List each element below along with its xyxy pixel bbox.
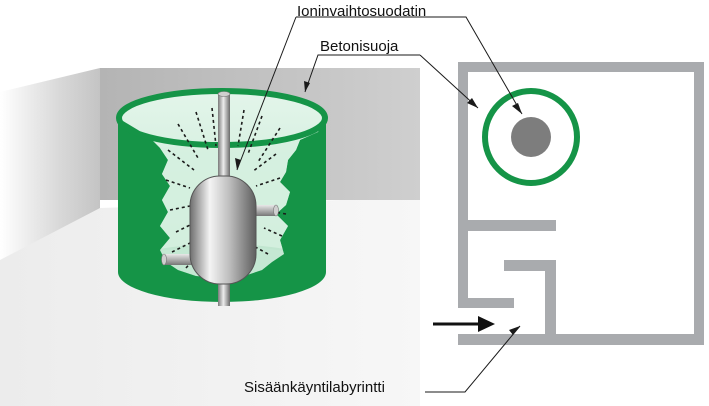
leader-labyrinth — [425, 325, 521, 393]
plan-wall-divider — [458, 220, 556, 231]
filter-pipe-right — [244, 205, 276, 216]
leader-shield-3d — [304, 54, 420, 93]
ion-exchange-filter-vessel — [189, 175, 257, 285]
plan-wall-left — [458, 62, 468, 308]
room-left-wall — [0, 68, 100, 260]
label-concrete-shield: Betonisuoja — [320, 38, 399, 55]
label-ion-exchange-filter: Ioninvaihtosuodatin — [297, 3, 426, 20]
leader-shield-plan — [419, 54, 479, 109]
plan-labyrinth-inner — [545, 260, 556, 340]
plan-ion-exchange-filter — [511, 117, 551, 157]
leader-lines — [236, 16, 523, 393]
label-entrance-labyrinth: Sisäänkäyntilabyrintti — [244, 379, 385, 396]
floor-plan-walls — [458, 62, 704, 345]
plan-wall-bottom — [458, 334, 704, 345]
leader-ion-exchange — [296, 16, 523, 115]
plan-wall-right — [694, 62, 704, 340]
leader-ion-exchange-3d — [236, 16, 297, 171]
entrance-arrow-icon — [433, 316, 495, 332]
plan-labyrinth-stub — [504, 298, 514, 308]
filter-pipe-top — [218, 94, 230, 186]
floor-plan — [433, 62, 704, 345]
filter-pipe-left — [164, 254, 200, 265]
plan-wall-top — [458, 62, 704, 72]
concrete-shield-cylinder — [116, 88, 328, 306]
plan-labyrinth-top — [504, 260, 556, 271]
plan-concrete-shield-ring — [482, 88, 580, 186]
plan-wall-bottom-left — [458, 298, 514, 308]
leader-arrowheads — [235, 81, 522, 335]
